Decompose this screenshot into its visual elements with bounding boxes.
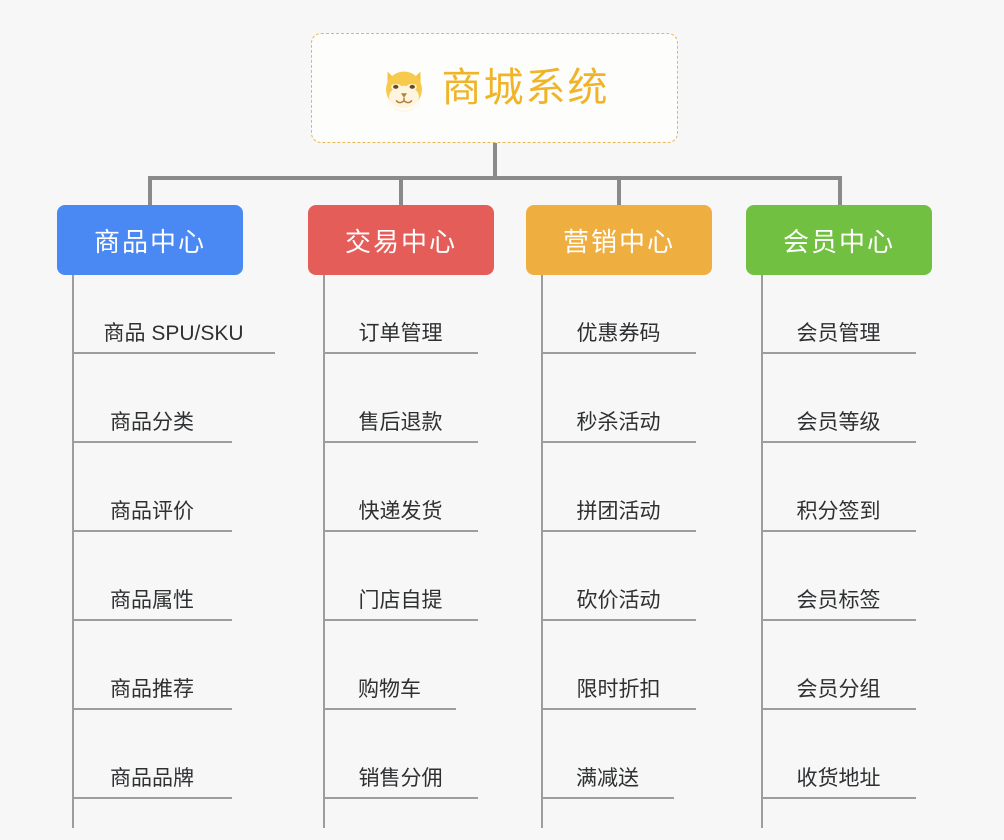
leaf-label: 会员管理 (796, 321, 881, 345)
trunk-line-4 (761, 275, 763, 828)
root-title: 商城系统 (441, 66, 610, 110)
leaf-item[interactable]: 商品品牌 (72, 710, 232, 799)
connector-drop-4 (838, 176, 842, 205)
leaf-item[interactable]: 门店自提 (323, 532, 478, 621)
leaf-label: 门店自提 (358, 588, 443, 612)
leaf-item[interactable]: 收货地址 (761, 710, 916, 799)
dog-face-icon (385, 71, 422, 112)
leaf-label: 收货地址 (796, 766, 881, 790)
leaf-item[interactable]: 商品属性 (72, 532, 232, 621)
root-node[interactable]: 商城系统 (311, 33, 678, 143)
leaf-label: 商品分类 (110, 410, 194, 434)
leaf-label: 会员等级 (796, 410, 881, 434)
leaf-label: 售后退款 (358, 410, 443, 434)
leaf-item[interactable]: 限时折扣 (541, 621, 696, 710)
leaf-item[interactable]: 会员等级 (761, 354, 916, 443)
leaf-item[interactable]: 售后退款 (323, 354, 478, 443)
leaf-label: 商品评价 (110, 499, 194, 523)
leaf-label: 积分签到 (796, 499, 881, 523)
leaf-label: 购物车 (358, 677, 421, 701)
leaf-item[interactable]: 会员标签 (761, 532, 916, 621)
category-box-3[interactable]: 营销中心 (526, 205, 712, 275)
leaf-item[interactable]: 秒杀活动 (541, 354, 696, 443)
leaf-item[interactable]: 订单管理 (323, 265, 478, 354)
leaf-label: 商品 SPU/SKU (103, 321, 244, 345)
leaf-item[interactable]: 商品 SPU/SKU (72, 265, 275, 354)
connector-drop-1 (148, 176, 152, 205)
connector-drop-3 (617, 176, 621, 205)
leaf-item[interactable]: 快递发货 (323, 443, 478, 532)
leaf-item[interactable]: 会员管理 (761, 265, 916, 354)
category-label-2: 交易中心 (344, 226, 457, 257)
connector-root-stem (493, 143, 497, 178)
leaf-label: 限时折扣 (576, 677, 661, 701)
category-label-4: 会员中心 (782, 226, 895, 257)
category-label-3: 营销中心 (562, 226, 675, 257)
leaf-label: 优惠券码 (576, 321, 661, 345)
leaf-label: 会员分组 (796, 677, 881, 701)
leaf-label: 商品推荐 (110, 677, 194, 701)
leaf-item[interactable]: 砍价活动 (541, 532, 696, 621)
leaf-label: 快递发货 (358, 499, 443, 523)
leaf-label: 订单管理 (358, 321, 443, 345)
leaf-label: 销售分佣 (358, 766, 443, 790)
leaf-label: 砍价活动 (576, 588, 661, 612)
leaf-item[interactable]: 优惠券码 (541, 265, 696, 354)
leaf-label: 商品属性 (110, 588, 194, 612)
category-box-1[interactable]: 商品中心 (57, 205, 243, 275)
connector-horizontal-bus (150, 176, 842, 180)
category-box-2[interactable]: 交易中心 (308, 205, 494, 275)
leaf-label: 满减送 (576, 766, 639, 790)
leaf-label: 商品品牌 (110, 766, 194, 790)
trunk-line-3 (541, 275, 543, 828)
leaf-item[interactable]: 满减送 (541, 710, 674, 799)
leaf-item[interactable]: 购物车 (323, 621, 456, 710)
connector-drop-2 (399, 176, 403, 205)
leaf-label: 秒杀活动 (576, 410, 661, 434)
leaf-item[interactable]: 会员分组 (761, 621, 916, 710)
category-label-1: 商品中心 (93, 226, 206, 257)
leaf-label: 会员标签 (796, 588, 881, 612)
leaf-label: 拼团活动 (576, 499, 661, 523)
trunk-line-2 (323, 275, 325, 828)
leaf-item[interactable]: 销售分佣 (323, 710, 478, 799)
leaf-item[interactable]: 商品推荐 (72, 621, 232, 710)
leaf-item[interactable]: 拼团活动 (541, 443, 696, 532)
leaf-item[interactable]: 商品分类 (72, 354, 232, 443)
leaf-item[interactable]: 商品评价 (72, 443, 232, 532)
leaf-item[interactable]: 积分签到 (761, 443, 916, 532)
trunk-line-1 (72, 275, 74, 828)
category-box-4[interactable]: 会员中心 (746, 205, 932, 275)
